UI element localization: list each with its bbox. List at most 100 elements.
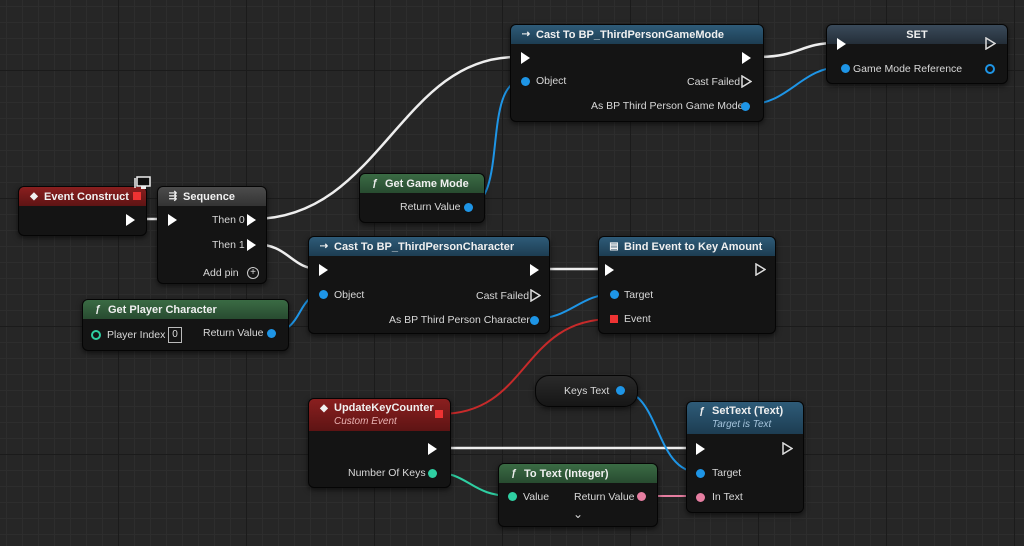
cast-failed-pin[interactable] [741,75,752,88]
node-title: Get Player Character [108,303,217,316]
node-header: ƒ SetText (Text) Target is Text [687,402,803,434]
game-mode-reference-output-pin[interactable] [985,64,995,74]
then-0-pin[interactable] [247,214,256,226]
exec-wire [756,41,837,59]
exec-output-pin[interactable] [428,443,437,455]
object-input-pin[interactable] [521,77,530,86]
sequence-icon: ⇶ [168,191,178,202]
function-icon: ƒ [372,178,378,189]
keys-text-label: Keys Text [564,385,610,397]
cast-icon: ⇢ [319,241,329,252]
target-input-pin[interactable] [696,469,705,478]
value-label: Value [523,491,550,503]
expand-icon[interactable]: ⌄ [573,507,584,521]
return-value-pin[interactable] [637,492,646,501]
cast-failed-pin[interactable] [530,289,541,302]
delegate-output-pin[interactable] [133,192,141,200]
event-input-pin[interactable] [610,315,618,323]
node-title: SetText (Text) [712,405,784,417]
in-text-label: In Text [712,491,743,503]
cast-icon: ⇢ [521,29,531,40]
as-gamemode-label: As BP Third Person Game Mode [591,100,744,112]
node-header: ƒ Get Game Mode [360,174,484,193]
node-header: SET [827,25,1007,44]
value-input-pin[interactable] [508,492,517,501]
node-set[interactable]: SET Game Mode Reference [826,24,1008,84]
node-header: ƒ Get Player Character [83,300,288,319]
exec-input-pin[interactable] [521,52,530,64]
delegate-output-pin[interactable] [435,410,443,418]
exec-input-pin[interactable] [605,264,614,276]
add-pin-label[interactable]: Add pin [203,267,239,279]
exec-output-pin[interactable] [755,263,766,276]
node-header: ƒ To Text (Integer) [499,464,657,483]
node-title: SET [906,28,928,41]
node-bind-event[interactable]: ▤ Bind Event to Key Amount Target Event [598,236,776,334]
node-subtitle: Target is Text [712,419,772,430]
add-pin-icon[interactable]: + [247,267,259,279]
as-character-label: As BP Third Person Character [389,314,530,326]
node-header: ▤ Bind Event to Key Amount [599,237,775,256]
player-index-input[interactable]: 0 [168,327,182,343]
bind-icon: ▤ [609,241,619,252]
node-sequence[interactable]: ⇶ Sequence Then 0 Then 1 Add pin + [157,186,267,284]
function-icon: ƒ [699,406,705,417]
node-header: ◆ Event Construct [19,187,146,206]
node-header: ⇶ Sequence [158,187,266,206]
node-to-text-integer[interactable]: ƒ To Text (Integer) Value Return Value ⌄ [498,463,658,527]
node-update-key-counter[interactable]: ◆UpdateKeyCounter Custom Event Number Of… [308,398,451,488]
return-value-pin[interactable] [464,203,473,212]
then-1-label: Then 1 [212,239,245,251]
then-1-pin[interactable] [247,239,256,251]
node-header: ◆UpdateKeyCounter Custom Event [309,399,450,431]
then-0-label: Then 0 [212,214,245,226]
node-get-player-character[interactable]: ƒ Get Player Character Player Index 0 Re… [82,299,289,351]
exec-output-pin[interactable] [742,52,751,64]
return-value-label: Return Value [400,201,461,213]
function-icon: ƒ [95,304,101,315]
node-header: ⇢ Cast To BP_ThirdPersonCharacter [309,237,549,256]
node-cast-to-character[interactable]: ⇢ Cast To BP_ThirdPersonCharacter Object… [308,236,550,334]
monitor-icon [134,176,152,190]
exec-output-pin[interactable] [126,214,135,226]
exec-output-pin[interactable] [530,264,539,276]
exec-input-pin[interactable] [168,214,177,226]
return-value-label: Return Value [203,327,264,339]
return-value-pin[interactable] [267,329,276,338]
target-label: Target [712,467,742,479]
node-title: UpdateKeyCounter [334,402,434,414]
cast-failed-label: Cast Failed [476,290,530,302]
node-title: Event Construct [44,190,129,203]
node-title: Cast To BP_ThirdPersonCharacter [334,240,515,253]
node-cast-to-gamemode[interactable]: ⇢ Cast To BP_ThirdPersonGameMode Object … [510,24,764,122]
cast-failed-label: Cast Failed [687,76,741,88]
object-input-pin[interactable] [319,290,328,299]
function-icon: ƒ [511,468,517,479]
object-label: Object [536,75,567,87]
node-set-text[interactable]: ƒ SetText (Text) Target is Text Target In… [686,401,804,513]
as-gamemode-pin[interactable] [741,102,750,111]
exec-output-pin[interactable] [782,442,793,455]
event-label: Event [624,313,651,325]
target-label: Target [624,289,654,301]
event-icon: ◆ [320,403,328,414]
event-icon: ◆ [30,191,38,202]
game-mode-reference-label: Game Mode Reference [853,63,963,75]
in-text-input-pin[interactable] [696,493,705,502]
number-of-keys-pin[interactable] [428,469,437,478]
number-of-keys-label: Number Of Keys [348,467,426,479]
target-input-pin[interactable] [610,290,619,299]
exec-input-pin[interactable] [319,264,328,276]
exec-output-pin[interactable] [985,37,996,50]
node-keys-text[interactable]: Keys Text [535,375,638,407]
player-index-pin[interactable] [91,330,101,340]
exec-input-pin[interactable] [696,443,705,455]
object-label: Object [334,289,365,301]
keys-text-output-pin[interactable] [616,386,625,395]
as-character-pin[interactable] [530,316,539,325]
node-get-game-mode[interactable]: ƒ Get Game Mode Return Value [359,173,485,223]
node-title: Cast To BP_ThirdPersonGameMode [536,28,725,41]
game-mode-reference-input-pin[interactable] [841,64,850,73]
exec-input-pin[interactable] [837,38,846,50]
node-event-construct[interactable]: ◆ Event Construct [18,186,147,236]
